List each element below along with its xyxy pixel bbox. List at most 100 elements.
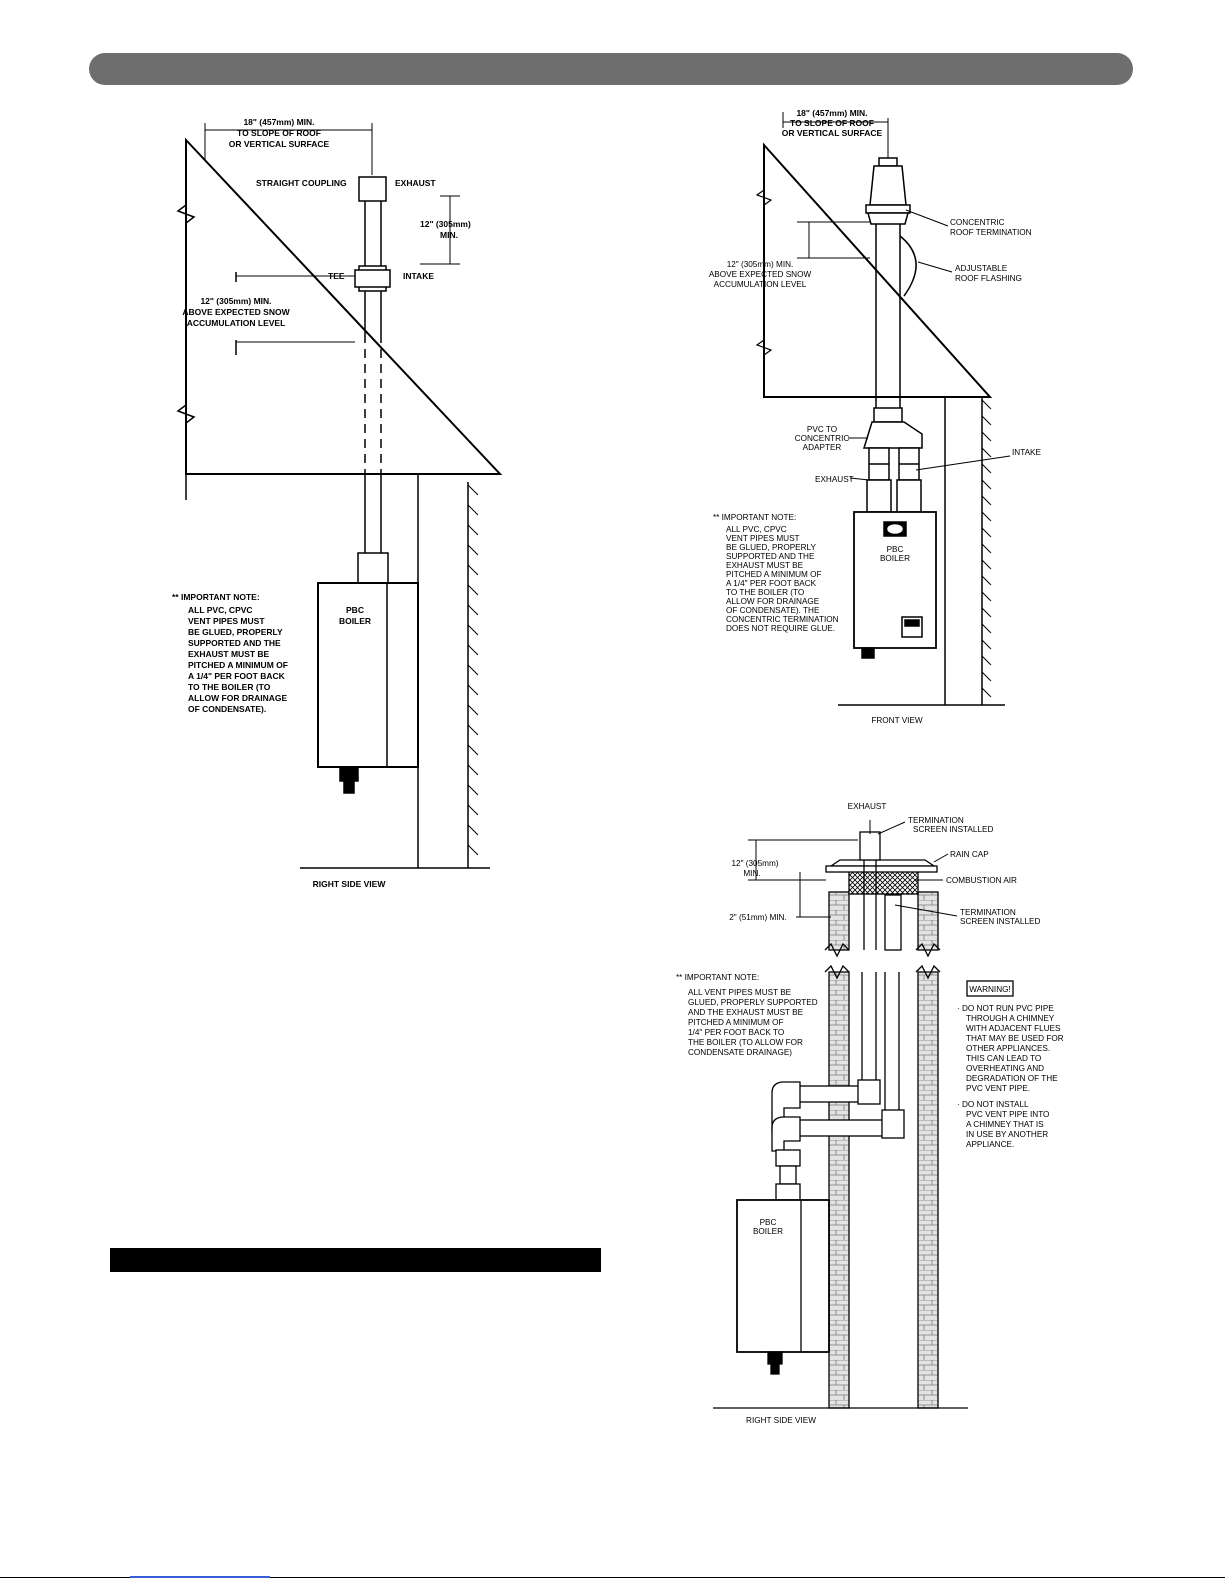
rt-clearance-line3: OR VERTICAL SURFACE — [782, 128, 883, 138]
rt-note-line: SUPPORTED AND THE — [726, 552, 815, 561]
rt-exhaust: EXHAUST — [815, 475, 854, 484]
rb-dim12-line2: MIN. — [743, 869, 760, 878]
rb-screen1-line2: SCREEN INSTALLED — [913, 825, 993, 834]
rt-flashing-line2: ROOF FLASHING — [955, 274, 1022, 283]
rb-dim12-line1: 12" (305mm) — [731, 859, 778, 868]
left-straight-coupling: STRAIGHT COUPLING — [256, 178, 347, 188]
rb-note-line: 1/4" PER FOOT BACK TO — [688, 1028, 784, 1037]
left-clearance-line1: 18" (457mm) MIN. — [243, 117, 314, 127]
rb-warning1-line: THROUGH A CHIMNEY — [966, 1014, 1055, 1023]
rt-view-label: FRONT VIEW — [871, 716, 923, 725]
left-diagram-labels: 18" (457mm) MIN. TO SLOPE OF ROOF OR VER… — [172, 117, 471, 889]
rb-note-line: GLUED, PROPERLY SUPPORTED — [688, 998, 818, 1007]
rt-adapter-line2: CONCENTRIC — [795, 434, 850, 443]
rb-boiler-line1: PBC — [760, 1218, 777, 1227]
left-clearance-line2: TO SLOPE OF ROOF — [237, 128, 321, 138]
rt-snow-line2: ABOVE EXPECTED SNOW — [709, 270, 812, 279]
rt-note-line: EXHAUST MUST BE — [726, 561, 804, 570]
left-snow-line2: ABOVE EXPECTED SNOW — [182, 307, 290, 317]
rt-snow-line1: 12" (305mm) MIN. — [727, 260, 794, 269]
rb-warning1-line: · DO NOT RUN PVC PIPE — [957, 1004, 1054, 1013]
rt-note-line: DOES NOT REQUIRE GLUE. — [726, 624, 835, 633]
left-diagram — [176, 123, 503, 869]
rt-boiler-line1: PBC — [887, 545, 904, 554]
left-note-line: OF CONDENSATE). — [188, 704, 266, 714]
footer-rule — [0, 1577, 1225, 1578]
rt-adapter-line3: ADAPTER — [803, 443, 842, 452]
footer-link-underline — [130, 1576, 270, 1578]
rb-boiler-line2: BOILER — [753, 1227, 783, 1236]
rb-warning1-line: THAT MAY BE USED FOR — [966, 1034, 1064, 1043]
left-note-line: BE GLUED, PROPERLY — [188, 627, 283, 637]
left-note-title: ** IMPORTANT NOTE: — [172, 592, 260, 602]
rb-view-label: RIGHT SIDE VIEW — [746, 1416, 816, 1425]
rt-note-line: TO THE BOILER (TO — [726, 588, 804, 597]
left-note-line: PITCHED A MINIMUM OF — [188, 660, 288, 670]
rb-warning1-line: THIS CAN LEAD TO — [966, 1054, 1041, 1063]
rt-note-line: PITCHED A MINIMUM OF — [726, 570, 822, 579]
rb-warning2-line: APPLIANCE. — [966, 1140, 1014, 1149]
rt-concentric-line1: CONCENTRIC — [950, 218, 1005, 227]
rb-warning1-line: DEGRADATION OF THE — [966, 1074, 1058, 1083]
right-bottom-labels: EXHAUST TERMINATION SCREEN INSTALLED RAI… — [676, 802, 1064, 1425]
rt-snow-line3: ACCUMULATION LEVEL — [714, 280, 807, 289]
left-boiler-line1: PBC — [346, 605, 364, 615]
right-bottom-diagram — [713, 820, 1014, 1409]
rb-warning2-line: IN USE BY ANOTHER — [966, 1130, 1048, 1139]
rb-note-line: THE BOILER (TO ALLOW FOR — [688, 1038, 803, 1047]
left-view-label: RIGHT SIDE VIEW — [313, 879, 387, 889]
rb-rain-cap: RAIN CAP — [950, 850, 989, 859]
rb-warning2-line: · DO NOT INSTALL — [957, 1100, 1029, 1109]
rb-note-line: AND THE EXHAUST MUST BE — [688, 1008, 804, 1017]
rb-screen2-line1: TERMINATION — [960, 908, 1016, 917]
right-top-diagram — [755, 112, 1011, 706]
rt-note-line: ALLOW FOR DRAINAGE — [726, 597, 820, 606]
left-clearance-line3: OR VERTICAL SURFACE — [229, 139, 330, 149]
rb-exhaust: EXHAUST — [848, 802, 887, 811]
left-note-line: EXHAUST MUST BE — [188, 649, 270, 659]
rt-flashing-line1: ADJUSTABLE — [955, 264, 1008, 273]
rt-concentric-line2: ROOF TERMINATION — [950, 228, 1032, 237]
rb-warning2-line: PVC VENT PIPE INTO — [966, 1110, 1049, 1119]
rt-note-line: ALL PVC, CPVC — [726, 525, 787, 534]
rt-boiler-line2: BOILER — [880, 554, 910, 563]
rb-screen1-line1: TERMINATION — [908, 816, 964, 825]
rb-combustion-air: COMBUSTION AIR — [946, 876, 1017, 885]
rb-warning1-line: WITH ADJACENT FLUES — [966, 1024, 1061, 1033]
left-note-line: TO THE BOILER (TO — [188, 682, 271, 692]
rb-warning2-line: A CHIMNEY THAT IS — [966, 1120, 1044, 1129]
left-dim12-line2: MIN. — [440, 230, 458, 240]
rb-warning-title: WARNING! — [969, 985, 1011, 994]
rb-dim2: 2" (51mm) MIN. — [729, 913, 787, 922]
rt-clearance-line1: 18" (457mm) MIN. — [796, 108, 867, 118]
rb-warning1-line: OVERHEATING AND — [966, 1064, 1044, 1073]
rt-note-line: A 1/4" PER FOOT BACK — [726, 579, 817, 588]
header-bar — [89, 53, 1133, 85]
section-heading-bar — [110, 1248, 601, 1272]
left-exhaust: EXHAUST — [395, 178, 436, 188]
rb-warning1-line: OTHER APPLIANCES. — [966, 1044, 1050, 1053]
rt-note-line: CONCENTRIC TERMINATION — [726, 615, 839, 624]
left-note-line: A 1/4" PER FOOT BACK — [188, 671, 286, 681]
rb-note-line: PITCHED A MINIMUM OF — [688, 1018, 784, 1027]
left-boiler-line2: BOILER — [339, 616, 371, 626]
rb-warning1-line: PVC VENT PIPE. — [966, 1084, 1030, 1093]
left-snow-line1: 12" (305mm) MIN. — [200, 296, 271, 306]
left-tee: TEE — [328, 271, 345, 281]
rb-note-title: ** IMPORTANT NOTE: — [676, 973, 759, 982]
right-top-labels: 18" (457mm) MIN. TO SLOPE OF ROOF OR VER… — [709, 108, 1042, 725]
rb-note-line: CONDENSATE DRAINAGE) — [688, 1048, 792, 1057]
left-note-line: ALLOW FOR DRAINAGE — [188, 693, 287, 703]
rt-clearance-line2: TO SLOPE OF ROOF — [790, 118, 874, 128]
left-dim12-line1: 12" (305mm) — [420, 219, 471, 229]
left-note-line: SUPPORTED AND THE — [188, 638, 281, 648]
left-note-line: ALL PVC, CPVC — [188, 605, 253, 615]
rt-note-line: OF CONDENSATE). THE — [726, 606, 820, 615]
rt-note-title: ** IMPORTANT NOTE: — [713, 513, 796, 522]
rt-note-line: BE GLUED, PROPERLY — [726, 543, 816, 552]
left-snow-line3: ACCUMULATION LEVEL — [187, 318, 286, 328]
rb-note-line: ALL VENT PIPES MUST BE — [688, 988, 792, 997]
rt-intake: INTAKE — [1012, 448, 1042, 457]
left-note-line: VENT PIPES MUST — [188, 616, 265, 626]
